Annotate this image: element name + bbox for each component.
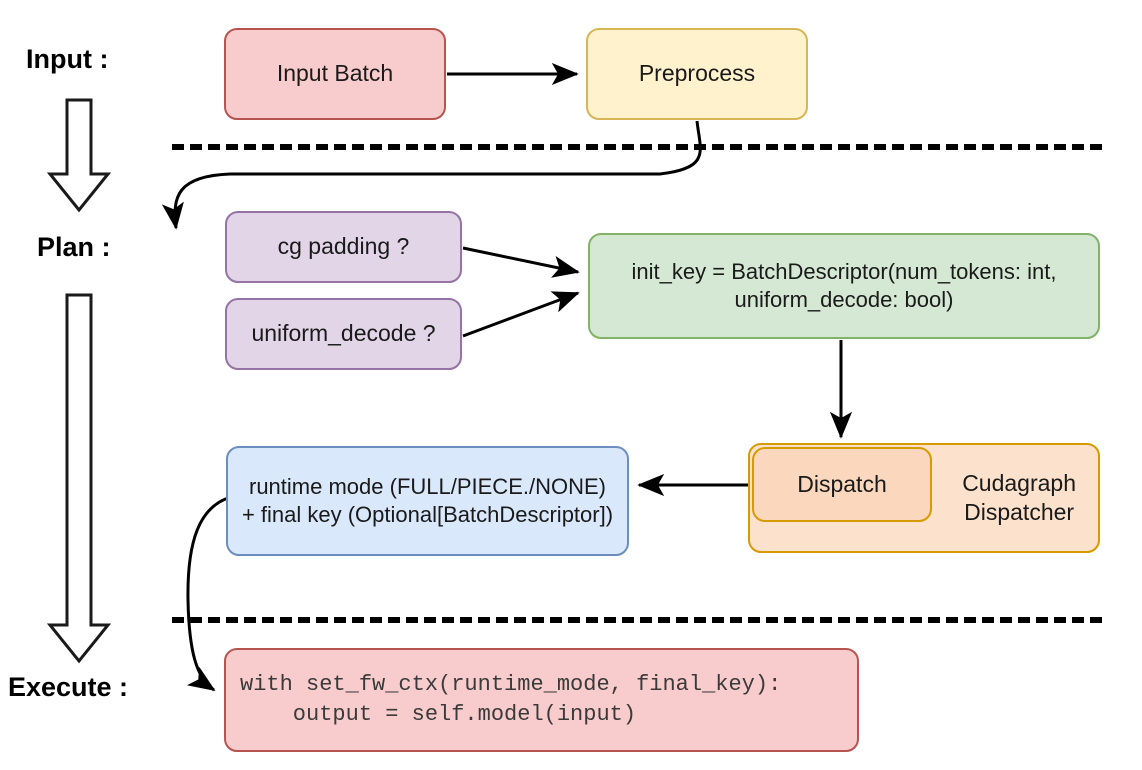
node-runtime-mode-line-2: + final key (Optional[BatchDescriptor]): [241, 502, 614, 527]
edge-uniform-decode-to-init-key: [462, 291, 580, 338]
node-execute-code-line-2: output = self.model(input): [240, 702, 637, 727]
node-runtime-mode-line-1: runtime mode (FULL/PIECE./NONE): [249, 473, 606, 499]
node-cudagraph-dispatcher-line-1: Cudagraph: [962, 469, 1076, 496]
node-dispatch-line-1: Dispatch: [797, 470, 887, 497]
node-cudagraph-dispatcher-line-2: Dispatcher: [964, 499, 1075, 525]
stage-label-execute: Execute :: [8, 672, 129, 702]
node-uniform-decode[interactable]: uniform_decode ?: [225, 298, 462, 370]
node-cg-padding-line-1: cg padding ?: [277, 233, 410, 260]
plan-to-execute-block-arrow: [46, 293, 112, 664]
node-preprocess-line-1: Preprocess: [638, 60, 756, 87]
node-preprocess[interactable]: Preprocess: [586, 28, 808, 120]
stage-label-input: Input :: [26, 44, 109, 74]
node-runtime-mode[interactable]: runtime mode (FULL/PIECE./NONE) + final …: [226, 446, 629, 556]
input-plan-separator: [172, 144, 1102, 150]
node-init-key[interactable]: init_key = BatchDescriptor(num_tokens: i…: [588, 233, 1100, 339]
input-to-plan-block-arrow: [46, 98, 112, 213]
node-uniform-decode-line-1: uniform_decode ?: [251, 320, 436, 347]
node-init-key-line-2: uniform_decode: bool): [734, 287, 954, 312]
node-execute-code[interactable]: with set_fw_ctx(runtime_mode, final_key)…: [224, 648, 859, 752]
edge-cg-padding-to-init-key: [462, 246, 580, 278]
node-init-key-line-1: init_key = BatchDescriptor(num_tokens: i…: [631, 258, 1057, 284]
node-input-batch-line-1: Input Batch: [276, 60, 394, 87]
edge-runtime-mode-to-execute-code: [186, 496, 229, 692]
node-dispatch[interactable]: Dispatch: [752, 447, 932, 522]
plan-execute-separator: [172, 617, 1102, 623]
node-execute-code-line-1: with set_fw_ctx(runtime_mode, final_key)…: [240, 672, 782, 698]
node-input-batch[interactable]: Input Batch: [224, 28, 446, 120]
stage-label-plan: Plan :: [37, 232, 111, 262]
node-cg-padding[interactable]: cg padding ?: [225, 211, 462, 283]
